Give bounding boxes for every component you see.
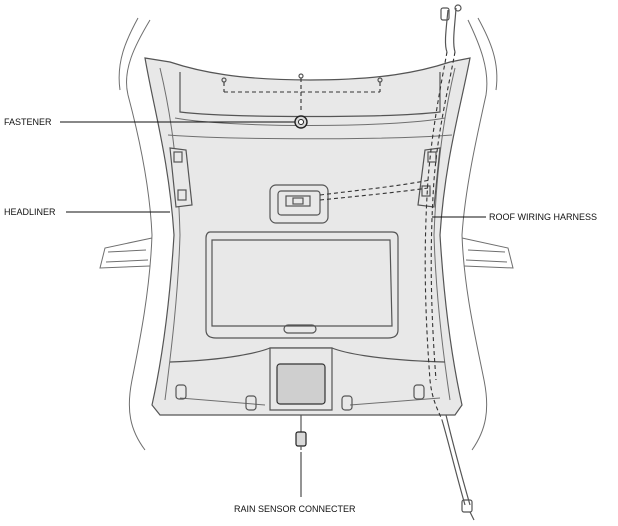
label-roof-wiring-harness: ROOF WIRING HARNESS: [489, 212, 597, 222]
label-headliner: HEADLINER: [4, 207, 56, 217]
label-fastener: FASTENER: [4, 117, 52, 127]
leader-lines: [60, 121, 486, 497]
roof-wiring-harness: [319, 4, 475, 521]
rain-sensor-connecter-part: [295, 415, 307, 450]
rear-section: [169, 347, 446, 411]
label-rain-sensor-connecter: RAIN SENSOR CONNECTER: [234, 504, 356, 514]
body-outline: [99, 17, 514, 451]
sunroof-opening: [205, 231, 399, 339]
map-lamp: [269, 184, 329, 224]
left-grab-handle: [169, 147, 193, 208]
right-grab-handle: [417, 147, 441, 208]
fastener-part: [294, 115, 308, 129]
